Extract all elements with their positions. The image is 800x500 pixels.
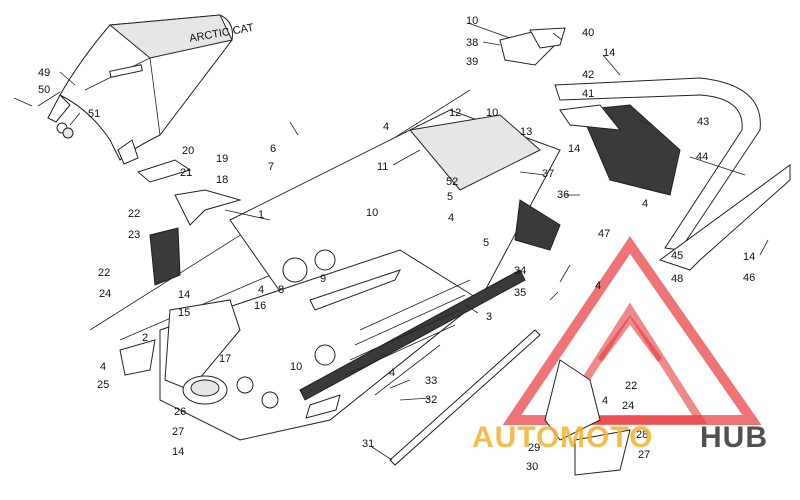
left-side-parts xyxy=(119,159,242,405)
callout-34: 34 xyxy=(514,265,526,277)
callout-28: 28 xyxy=(636,429,648,441)
callout-24: 24 xyxy=(622,400,634,412)
callout-labels: 1 2 3 4 4 4 4 4 4 4 4 5 5 6 7 8 9 10 10 … xyxy=(38,15,755,473)
callout-48: 48 xyxy=(671,273,683,285)
rear-bumper xyxy=(499,27,791,271)
watermark-auto: AUTO xyxy=(472,421,560,454)
callout-4: 4 xyxy=(100,361,106,373)
callout-42: 42 xyxy=(582,69,594,81)
tunnel-chassis xyxy=(89,89,561,441)
callout-14: 14 xyxy=(172,446,184,458)
callout-33: 33 xyxy=(425,375,437,387)
callout-14: 14 xyxy=(568,143,580,155)
callout-41: 41 xyxy=(582,88,594,100)
callout-4: 4 xyxy=(383,121,389,133)
callout-21: 21 xyxy=(180,167,192,179)
callout-10: 10 xyxy=(366,207,378,219)
watermark-text: AUTO MOTO HUB xyxy=(472,421,768,454)
callout-15: 15 xyxy=(178,307,190,319)
callout-11: 11 xyxy=(377,161,388,173)
callout-31: 31 xyxy=(362,438,374,450)
callout-8: 8 xyxy=(278,284,284,296)
callout-22: 22 xyxy=(625,380,637,392)
callout-22: 22 xyxy=(128,208,140,220)
callout-35: 35 xyxy=(514,287,526,299)
callout-52: 52 xyxy=(446,176,458,188)
callout-23: 23 xyxy=(128,229,140,241)
callout-51: 51 xyxy=(88,108,100,120)
callout-5: 5 xyxy=(483,237,489,249)
callout-22: 22 xyxy=(98,267,110,279)
callout-4: 4 xyxy=(258,284,264,296)
callout-2: 2 xyxy=(142,332,148,344)
seat-hardware xyxy=(13,97,74,139)
callout-47: 47 xyxy=(598,228,610,240)
callout-25: 25 xyxy=(97,379,109,391)
callout-27: 27 xyxy=(172,426,184,438)
callout-44: 44 xyxy=(696,151,708,163)
callout-27: 27 xyxy=(638,449,650,461)
watermark-hub: HUB xyxy=(700,421,768,454)
callout-32: 32 xyxy=(425,394,437,406)
callout-4: 4 xyxy=(448,212,454,224)
callout-24: 24 xyxy=(99,288,111,300)
callout-18: 18 xyxy=(216,174,228,186)
callout-6: 6 xyxy=(270,143,276,155)
callout-20: 20 xyxy=(182,145,194,157)
callout-13: 13 xyxy=(520,126,532,138)
callout-17: 17 xyxy=(219,353,231,365)
callout-10: 10 xyxy=(290,361,302,373)
watermark-moto: MOTO xyxy=(560,421,653,454)
callout-14: 14 xyxy=(743,251,755,263)
callout-12: 12 xyxy=(449,107,461,119)
callout-50: 50 xyxy=(38,84,50,96)
callout-1: 1 xyxy=(258,209,264,221)
callout-36: 36 xyxy=(557,189,569,201)
leader-lines xyxy=(37,22,769,461)
callout-4: 4 xyxy=(602,395,608,407)
callout-45: 45 xyxy=(671,250,683,262)
callout-14: 14 xyxy=(178,289,190,301)
callout-46: 46 xyxy=(743,272,755,284)
callout-26: 26 xyxy=(174,406,186,418)
callout-4: 4 xyxy=(595,280,601,292)
callout-39: 39 xyxy=(466,56,478,68)
right-lower-parts xyxy=(514,199,631,476)
callout-37: 37 xyxy=(542,168,554,180)
callout-4: 4 xyxy=(642,198,648,210)
callout-7: 7 xyxy=(268,161,274,173)
callout-9: 9 xyxy=(320,273,326,285)
callout-40: 40 xyxy=(582,27,594,39)
watermark-logo xyxy=(502,236,762,425)
callout-3: 3 xyxy=(486,311,492,323)
callout-29: 29 xyxy=(528,442,540,454)
callout-30: 30 xyxy=(526,461,538,473)
callout-38: 38 xyxy=(466,37,478,49)
callout-49: 49 xyxy=(38,67,50,79)
callout-14: 14 xyxy=(603,47,615,59)
callout-4: 4 xyxy=(389,367,395,379)
callout-16: 16 xyxy=(254,300,266,312)
callout-10: 10 xyxy=(466,15,478,27)
callout-19: 19 xyxy=(216,153,228,165)
rails xyxy=(374,329,541,466)
callout-5: 5 xyxy=(447,191,453,203)
callout-10: 10 xyxy=(486,107,498,119)
seat-part: ARCTIC CAT xyxy=(47,14,255,165)
callout-43: 43 xyxy=(697,116,709,128)
